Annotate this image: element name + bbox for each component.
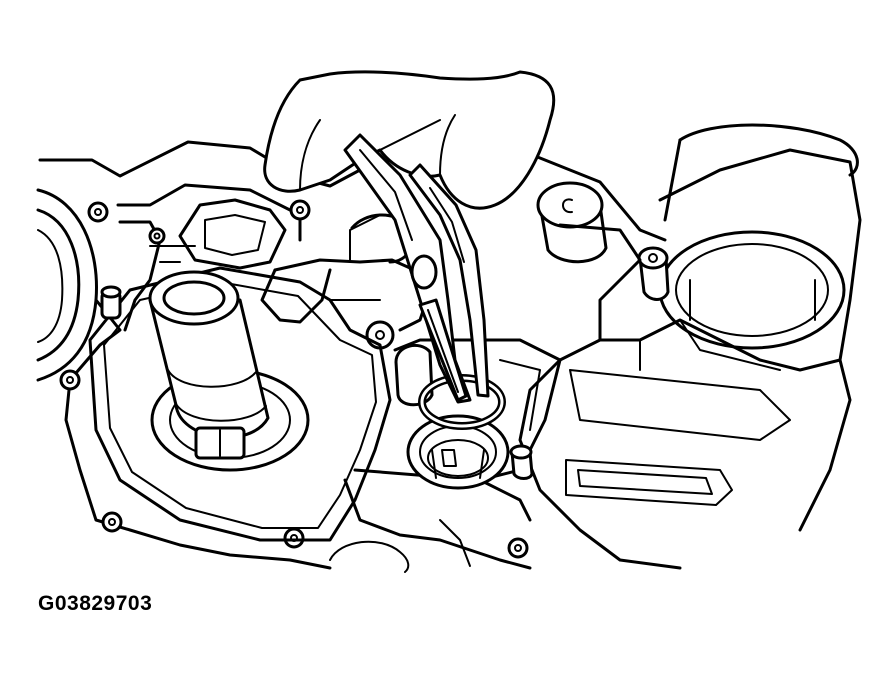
valve-body-area bbox=[518, 223, 852, 570]
right-bolt bbox=[637, 246, 670, 301]
upper-right-boss bbox=[536, 181, 608, 264]
case-flange bbox=[38, 140, 667, 570]
pliers bbox=[343, 133, 490, 404]
gasket-outline bbox=[88, 266, 392, 542]
left-housing bbox=[36, 188, 98, 382]
bore bbox=[406, 414, 510, 490]
upper-pocket bbox=[178, 198, 287, 270]
small-stud bbox=[100, 285, 122, 320]
figure-code-label: G03829703 bbox=[38, 592, 153, 615]
bore-pin bbox=[509, 444, 534, 480]
right-cylinder bbox=[658, 123, 862, 362]
shaft-tube bbox=[148, 270, 270, 460]
hand bbox=[263, 70, 556, 210]
